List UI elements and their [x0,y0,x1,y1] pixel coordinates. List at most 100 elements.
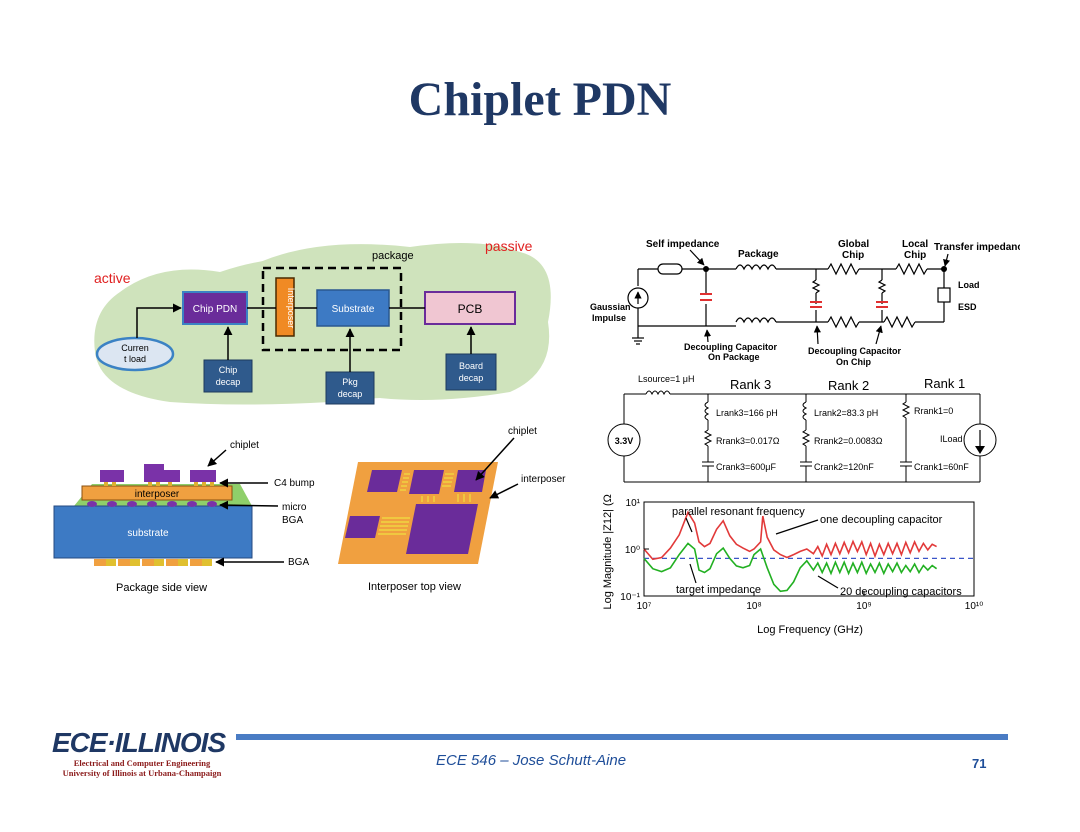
top-interposer-callout: interposer [521,474,566,485]
substrate-box [316,289,390,327]
chip-pdn-label: Chip PDN [193,304,237,315]
logo-text: ECE·ILLINOIS [52,727,226,758]
current-load-label-1: Curren [121,343,149,353]
chart-xlabel: Log Frequency (GHz) [757,624,863,636]
active-label: active [94,270,131,286]
logo-subtitle-2: University of Illinois at Urbana-Champai… [62,768,222,778]
source-voltage-label: 3.3V [615,436,634,446]
interposer-top-view: chiplet interposer Interposer top view [338,426,566,593]
annotation-one-decap: one decoupling capacitor [820,514,943,526]
package-side-view: substrate interposer chiplet C4 bump mic… [53,440,315,594]
l-rank3-label: Lrank3=166 pH [716,408,778,418]
r-rank2-label: Rrank2=0.0083Ω [814,436,883,446]
annotation-20-decaps: 20 decoupling capacitors [840,586,962,598]
transfer-impedance-label: Transfer impedance [934,242,1020,253]
chiplet-die-3 [164,470,180,482]
package-label: Package [738,249,779,260]
ece-illinois-logo: ECE·ILLINOIS Electrical and Computer Eng… [52,728,232,784]
interposer-label: Interposer [286,288,296,329]
annotation-parallel-resonant: parallel resonant frequency [672,506,805,518]
chip-decap-label-2: decap [216,377,241,387]
c4-bump-callout: C4 bump [274,478,315,489]
pdn-block-diagram: active passive package Chip PDN Interpos… [94,238,551,405]
board-decap-label-2: decap [459,373,484,383]
top-view-caption: Interposer top view [368,581,461,593]
x-tick-label: 10⁷ [637,601,652,612]
rank-model-schematic: Lsource=1 μH Rank 3 Rank 2 Rank 1 3.3V L… [607,374,997,483]
decap-pkg-label-1: Decoupling Capacitor [684,342,778,352]
pkg-decap-label-1: Pkg [342,377,358,387]
annotation-target-impedance: target impedance [676,584,761,596]
c-rank1-label: Crank1=60nF [914,462,969,472]
package-boundary [261,266,403,352]
load-label: Load [958,280,980,290]
chiplet-die-4 [190,470,216,482]
y-tick-label: 10¹ [626,498,641,509]
micro-bga-callout-1: micro [282,502,307,513]
substrate-label: Substrate [332,304,375,315]
x-tick-label: 10¹⁰ [965,601,983,612]
iload-label: ILoad [940,434,963,444]
lsource-label: Lsource=1 μH [638,374,694,384]
substrate-layer [53,505,253,559]
interposer-layer-label: interposer [135,489,180,500]
rank3-label: Rank 3 [730,377,771,392]
pkg-decap-box [325,371,375,405]
l-rank2-label: Lrank2=83.3 pH [814,408,878,418]
chiplet-die-1 [100,470,124,482]
r-rank3-label: Rrank3=0.017Ω [716,436,780,446]
x-tick-label: 10⁸ [746,601,761,612]
side-view-caption: Package side view [116,582,207,594]
series-one-decap-line [643,510,937,561]
chiplet-b [409,470,444,494]
x-tick-label: 10⁹ [856,601,871,612]
chip-pdn-box [182,291,248,325]
y-tick-label: 10⁻¹ [620,592,640,603]
package-label: package [372,250,414,262]
pcb-label: PCB [458,302,483,316]
passive-label: passive [485,238,533,254]
board-decap-box [445,353,497,391]
footer-rule [236,734,1008,740]
chiplet-die-2 [144,464,164,482]
current-load-label-2: t load [124,354,146,364]
micro-bga-callout-2: BGA [282,515,303,526]
chart-ylabel: Log Magnitude |Z12| (Ω) [602,494,614,610]
top-chiplet-callout: chiplet [508,426,537,437]
logo-subtitle-1: Electrical and Computer Engineering [73,758,211,768]
board-decap-label-1: Board [459,361,483,371]
gaussian-label-1: Gaussian [590,302,631,312]
decap-chip-label-1: Decoupling Capacitor [808,346,902,356]
current-load-ellipse [95,336,175,372]
global-chip-label-1: Global [838,239,869,250]
rank2-label: Rank 2 [828,378,869,393]
bga-callout: BGA [288,557,309,568]
pkg-decap-label-2: decap [338,389,363,399]
decap-pkg-label-2: On Package [708,352,760,362]
chiplet-e [406,504,478,554]
interposer-box [275,277,295,337]
course-footer: ECE 546 – Jose Schutt-Aine [436,752,627,769]
plot-frame [643,501,975,597]
chip-decap-label-1: Chip [219,365,238,375]
decap-chip-label-2: On Chip [836,357,871,367]
c-rank3-label: Crank3=600μF [716,462,776,472]
local-chip-label-2: Chip [904,250,926,261]
r-rank1-label: Rrank1=0 [914,406,953,416]
slide-title: Chiplet PDN [408,73,672,126]
c-rank2-label: Crank2=120nF [814,462,874,472]
pcb-box [424,291,516,325]
self-impedance-label: Self impedance [646,239,720,250]
page-number: 71 [972,756,987,771]
rank1-label: Rank 1 [924,376,965,391]
chiplet-d [345,516,380,538]
pdn-circuit-schematic: Self impedance Package Global Chip Local… [590,239,1020,367]
chiplet-a [367,470,402,492]
impedance-chart: 10⁷ 10⁸ 10⁹ 10¹⁰ 10¹ 10⁰ 10⁻¹ Log Magnitude |Z… [602,494,983,636]
esd-label: ESD [958,302,977,312]
gaussian-label-2: Impulse [592,313,626,323]
global-chip-label-2: Chip [842,250,864,261]
substrate-layer-label: substrate [127,528,169,539]
y-tick-label: 10⁰ [625,545,640,556]
series-20-decaps-line [643,542,938,593]
